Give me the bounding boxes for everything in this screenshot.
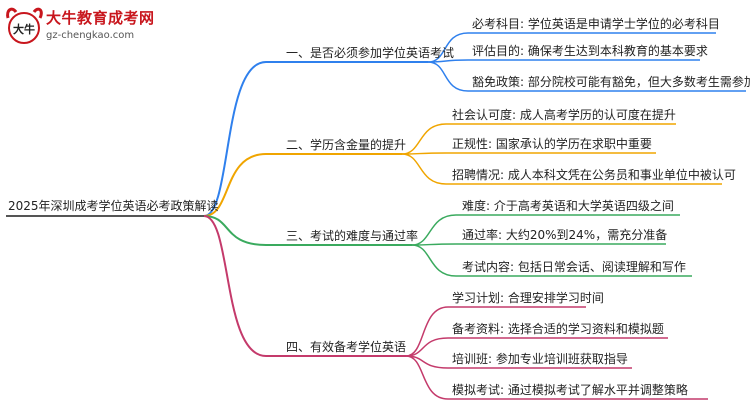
leaf-4-1: 学习计划: 合理安排学习时间 — [452, 291, 604, 305]
branch-4-label: 四、有效备考学位英语 — [286, 340, 407, 354]
mindmap-root-title: 2025年深圳成考学位英语必考政策解读 — [8, 199, 219, 213]
connector-branch-1 — [203, 61, 267, 217]
leaf-4-2: 备考资料: 选择合适的学习资料和模拟题 — [452, 322, 664, 336]
branch-2-label: 二、学历含金量的提升 — [286, 138, 407, 152]
connector-leaf-3-3 — [411, 244, 457, 277]
connector-leaf-1-3 — [427, 61, 469, 92]
site-logo[interactable]: 大牛 大牛教育成考网 gz-chengkao.com — [4, 4, 174, 48]
bull-logo-icon: 大牛 — [6, 7, 43, 44]
leaf-3-3: 考试内容: 包括日常会话、阅读理解和写作 — [462, 260, 686, 274]
leaf-3-1: 难度: 介于高考英语和大学英语四级之间 — [462, 199, 674, 213]
logo-site-name: 大牛教育成考网 — [46, 9, 155, 27]
connector-leaf-4-4 — [405, 355, 449, 400]
leaf-3-2: 通过率: 大约20%到24%，需充分准备 — [462, 228, 668, 242]
connector-leaf-1-1 — [427, 32, 469, 63]
leaf-4-3: 培训班: 参加专业培训班获取指导 — [452, 352, 628, 366]
leaf-2-1: 社会认可度: 成人高考学历的认可度在提升 — [452, 108, 676, 122]
connector-branch-3 — [203, 215, 267, 246]
logo-mark-text: 大牛 — [13, 22, 35, 36]
connector-branch-2 — [203, 153, 267, 217]
leaf-4-4: 模拟考试: 通过模拟考试了解水平并调整策略 — [452, 383, 688, 397]
leaf-1-2: 评估目的: 确保考生达到本科教育的基本要求 — [472, 44, 708, 58]
branch-1-label: 一、是否必须参加学位英语考试 — [286, 46, 455, 60]
leaf-2-3: 招聘情况: 成人本科文凭在公务员和事业单位中被认可 — [452, 168, 736, 182]
leaf-1-3: 豁免政策: 部分院校可能有豁免，但大多数考生需参加 — [472, 75, 750, 89]
connector-leaf-2-1 — [401, 123, 447, 155]
leaf-2-2: 正规性: 国家承认的学历在求职中重要 — [452, 137, 652, 151]
connector-leaf-4-2 — [405, 337, 449, 357]
branch-3-label: 三、考试的难度与通过率 — [286, 229, 419, 243]
logo-site-url: gz-chengkao.com — [46, 30, 135, 41]
leaf-1-1: 必考科目: 学位英语是申请学士学位的必考科目 — [472, 17, 720, 31]
connector-leaf-2-3 — [401, 153, 447, 185]
connector-branch-4 — [203, 215, 267, 357]
connector-leaf-3-1 — [411, 214, 457, 246]
connector-leaf-4-1 — [405, 306, 449, 357]
